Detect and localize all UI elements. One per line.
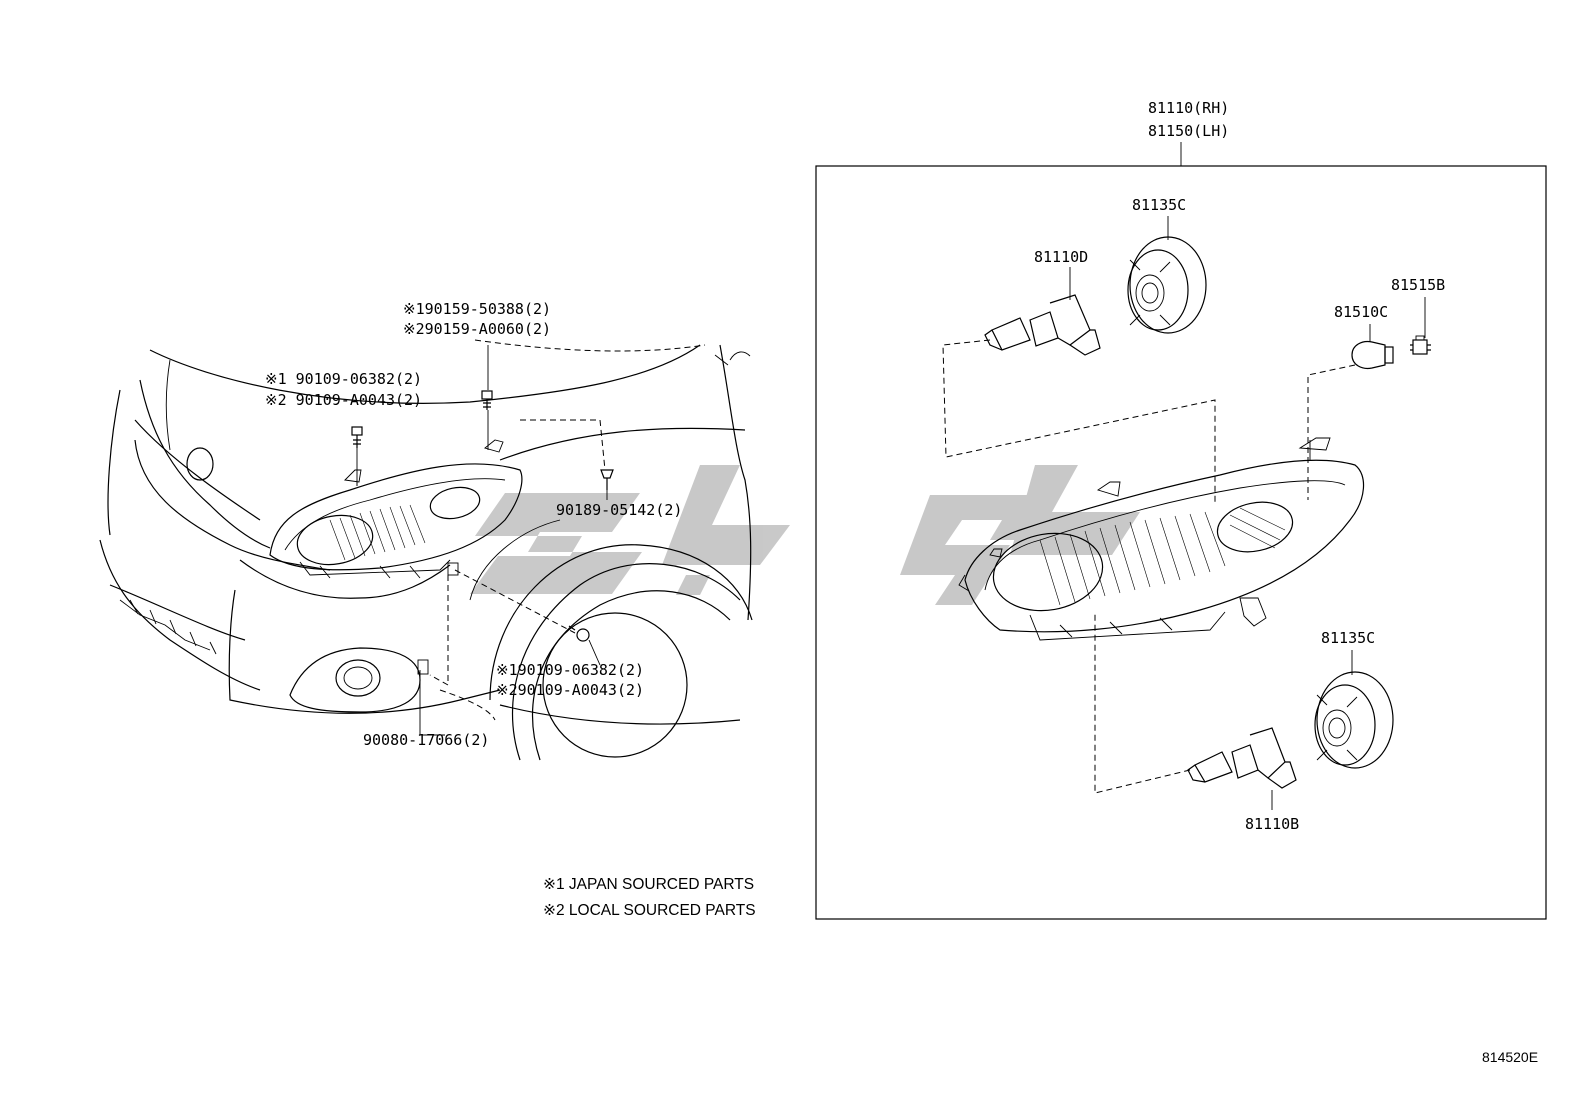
part-label-bolt-left-2: ※2 90109-A0043(2) xyxy=(265,391,422,409)
socket-icon xyxy=(1410,335,1431,355)
bolt-icon xyxy=(568,625,590,642)
part-label-bulb-side: 81510C xyxy=(1334,303,1388,321)
watermark-logo xyxy=(470,465,1140,605)
part-label-bolt-top-2: ※290159-A0060(2) xyxy=(403,320,551,338)
diagram-code: 814520E xyxy=(1482,1049,1538,1065)
part-label-bolt-low-2: ※290109-A0043(2) xyxy=(496,681,644,699)
headlamp-assembly-illustration xyxy=(958,437,1365,641)
headlamp-bulb-low-icon xyxy=(1187,727,1297,789)
bulb-cover-icon xyxy=(1127,236,1207,334)
part-label-nut: 90080-17066(2) xyxy=(363,731,489,749)
part-label-cover-top: 81135C xyxy=(1132,196,1186,214)
part-label-clip: 90189-05142(2) xyxy=(556,501,682,519)
part-label-bolt-top-1: ※190159-50388(2) xyxy=(403,300,551,318)
part-label-socket: 81515B xyxy=(1391,276,1445,294)
part-label-cover-bottom: 81135C xyxy=(1321,629,1375,647)
note-local-sourced: ※2 LOCAL SOURCED PARTS xyxy=(543,902,756,919)
part-label-bolt-low-1: ※190109-06382(2) xyxy=(496,661,644,679)
side-marker-bulb-icon xyxy=(1351,340,1394,370)
bolt-icon xyxy=(351,426,363,448)
part-label-bulb-low: 81110B xyxy=(1245,815,1299,833)
assembly-label-lh: 81150(LH) xyxy=(1148,122,1229,140)
clip-icon xyxy=(600,469,614,490)
headlamp-bulb-high-icon xyxy=(984,294,1101,356)
bulb-cover-icon xyxy=(1314,671,1394,769)
part-label-bulb-high: 81110D xyxy=(1034,248,1088,266)
assembly-label-rh: 81110(RH) xyxy=(1148,99,1229,117)
vehicle-front-illustration xyxy=(99,339,753,761)
part-label-bolt-left-1: ※1 90109-06382(2) xyxy=(265,370,422,388)
bolt-icon xyxy=(481,390,493,410)
note-japan-sourced: ※1 JAPAN SOURCED PARTS xyxy=(543,876,754,893)
